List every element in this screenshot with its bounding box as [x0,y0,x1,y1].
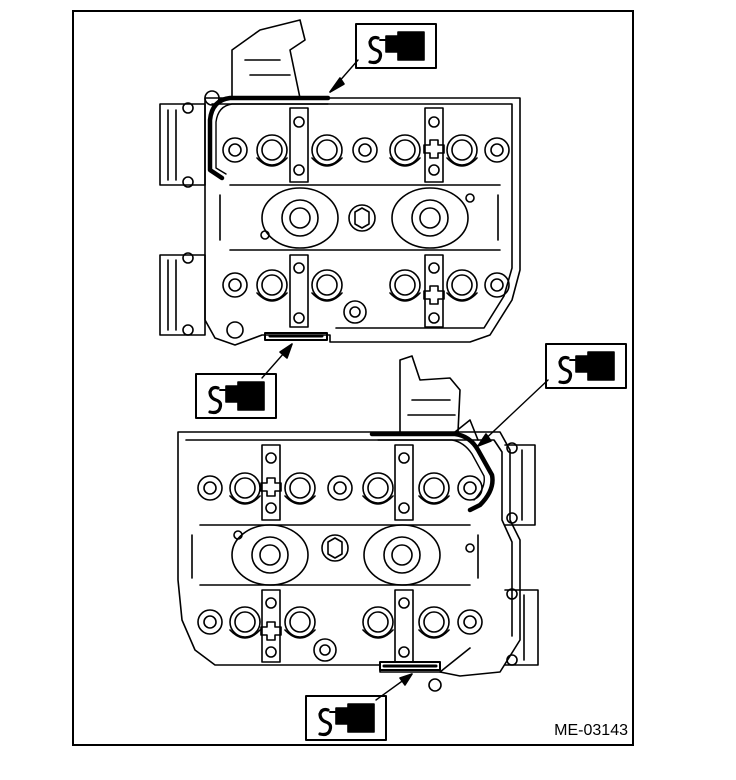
sealant-applicator-icon [194,372,278,420]
sealant-callout-2 [194,343,293,420]
sealant-applicator-icon [304,694,388,742]
sealant-applicator-icon [354,22,438,70]
sealant-callout-1 [329,22,438,93]
sealant-callout-4 [304,673,413,742]
sealant-applicator-icon [544,342,628,390]
figure-label: ME-03143 [554,722,628,739]
lower-cylinder-head [177,355,539,692]
upper-cylinder-head [159,19,521,346]
sealant-callout-3 [477,342,628,447]
figure-frame [72,10,634,746]
